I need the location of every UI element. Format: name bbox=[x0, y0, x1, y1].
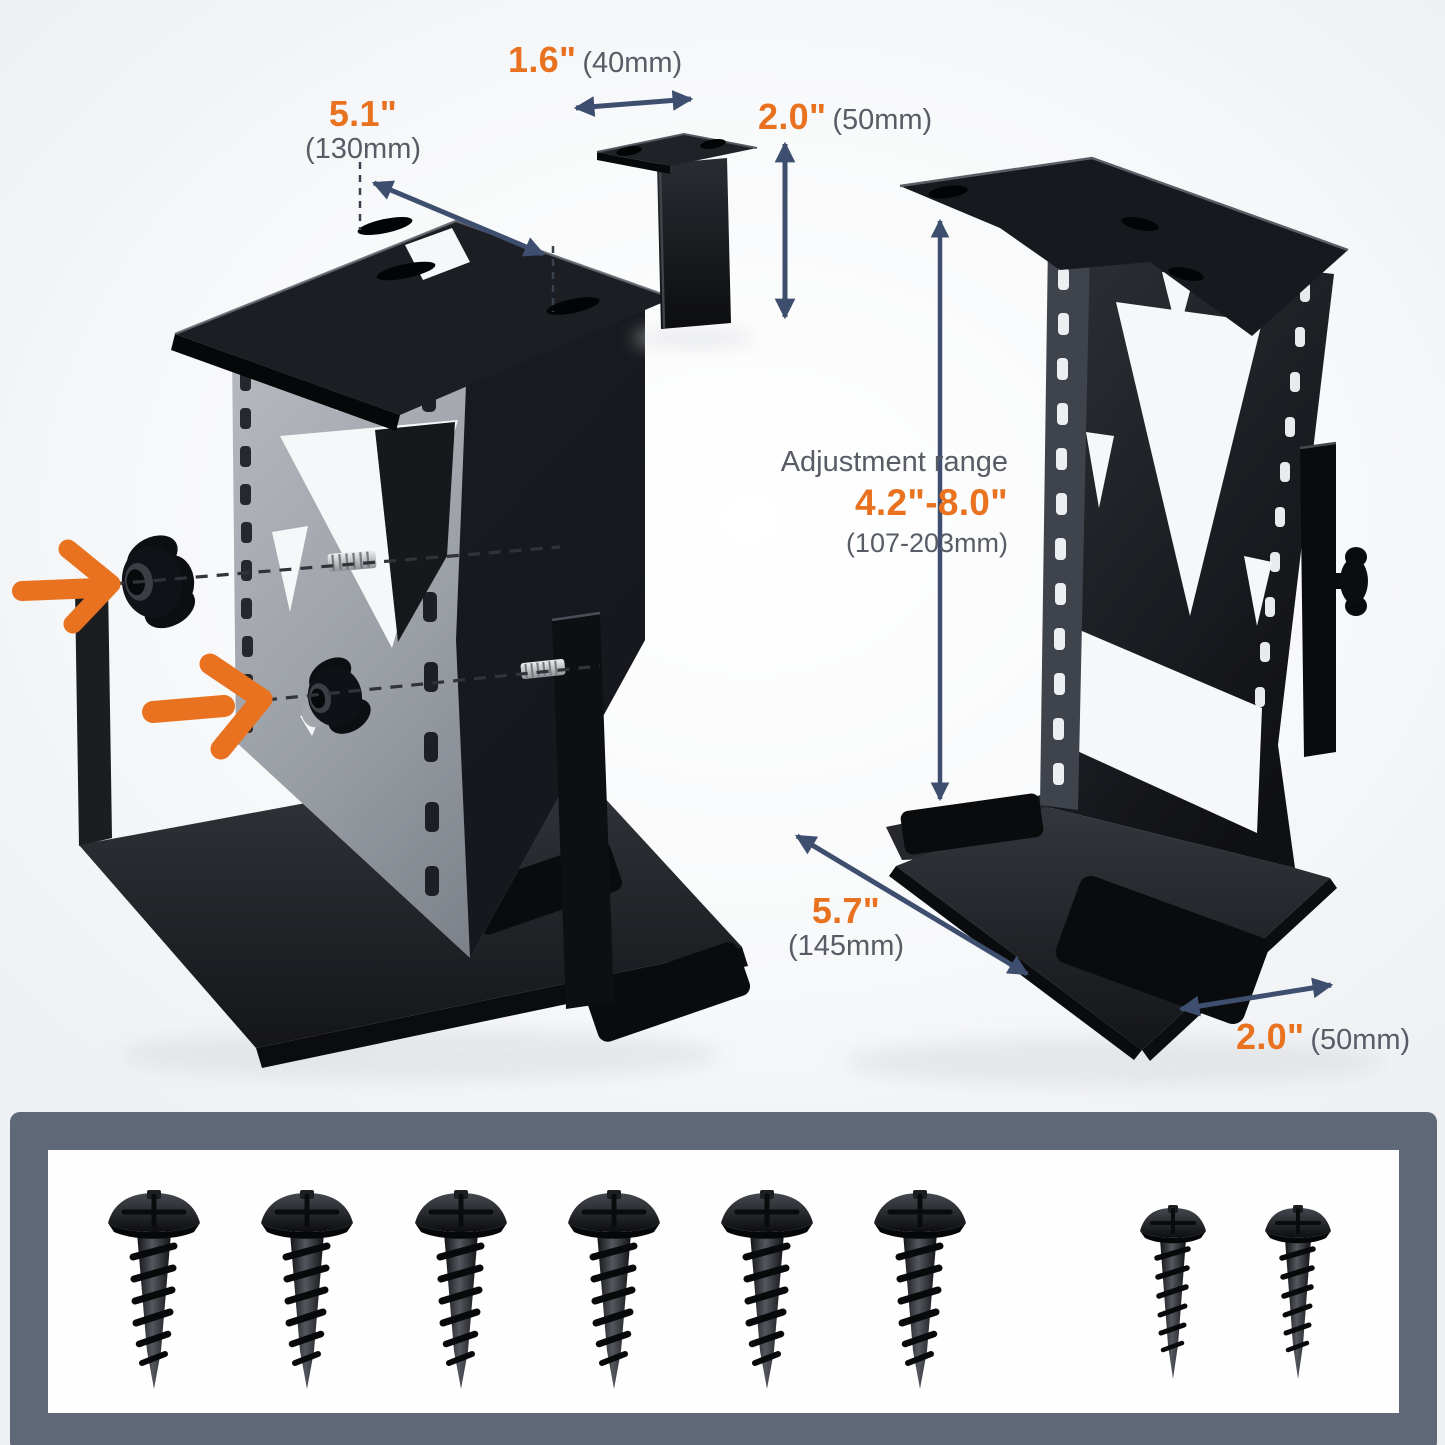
dim-base-depth-value: 5.7" bbox=[811, 890, 881, 931]
upper-mount-bracket bbox=[596, 132, 758, 347]
upper-bracket-hole bbox=[700, 139, 726, 149]
upper-bracket-post bbox=[657, 158, 731, 329]
threaded-stud bbox=[327, 550, 377, 572]
adjustment-range-value: 4.2"-8.0" bbox=[855, 482, 1008, 524]
adjustment-range-metric: (107-203mm) bbox=[845, 527, 1008, 558]
dim-top-width-value: 1.6" bbox=[508, 39, 577, 80]
knob-guide-line bbox=[264, 664, 601, 702]
knob-guide-line bbox=[111, 545, 561, 586]
right-bracket-shadow bbox=[845, 1038, 1385, 1086]
dim-base-depth-label: 5.7" (145mm) bbox=[788, 891, 904, 962]
dimension-arrow-base-depth bbox=[795, 833, 1029, 977]
left-top-plate-fold bbox=[171, 334, 400, 431]
thumb-knob bbox=[301, 657, 371, 734]
thumb-knob bbox=[1324, 547, 1368, 616]
adjustment-range-title: Adjustment range bbox=[780, 446, 1008, 478]
dim-top-width-metric: (40mm) bbox=[582, 47, 683, 79]
right-slot-column-left bbox=[1053, 268, 1069, 785]
orange-arrow-icon bbox=[12, 539, 121, 634]
hardware-panel bbox=[10, 1112, 1437, 1445]
thumb-knob bbox=[121, 535, 196, 629]
right-top-plate-highlight bbox=[899, 156, 1349, 252]
left-arm-highlight bbox=[551, 611, 601, 622]
dim-top-width-label: 1.6"(40mm) bbox=[508, 40, 682, 80]
right-cutout-triangle bbox=[1086, 432, 1114, 508]
upper-bracket-plate-highlight bbox=[596, 132, 758, 153]
right-side-flange bbox=[1040, 242, 1090, 810]
right-bracket bbox=[845, 156, 1385, 1086]
left-base-pad bbox=[585, 942, 751, 1042]
dim-base-width-label: 2.0"(50mm) bbox=[1236, 1017, 1410, 1057]
right-top-plate-holes bbox=[928, 185, 1204, 281]
extension-dashed-lines bbox=[358, 162, 555, 312]
dim-drop-height-metric: (50mm) bbox=[832, 104, 933, 136]
left-side-flange bbox=[456, 310, 645, 958]
left-top-plate bbox=[175, 221, 673, 415]
upper-bracket-post-highlight bbox=[658, 164, 666, 329]
upper-bracket-hole bbox=[616, 146, 642, 156]
dim-drop-height-value: 2.0" bbox=[758, 96, 827, 137]
dimension-arrow-base-width bbox=[1178, 977, 1334, 1017]
threaded-stud bbox=[520, 659, 566, 679]
dim-plate-depth-value: 5.1" bbox=[328, 93, 398, 134]
dim-base-depth-metric: (145mm) bbox=[787, 929, 905, 962]
dimension-arrow-top-width bbox=[573, 90, 694, 117]
right-sliding-arm bbox=[1300, 443, 1336, 757]
assembly-guide-lines bbox=[111, 545, 601, 702]
upper-bracket-plate-fold bbox=[597, 152, 670, 174]
pointer-arrows bbox=[12, 539, 273, 760]
right-window-cutout bbox=[1068, 625, 1262, 833]
dim-plate-depth-label: 5.1" (130mm) bbox=[305, 94, 421, 165]
left-bracket-shadow bbox=[120, 1029, 720, 1081]
dimension-arrow-plate-depth bbox=[371, 180, 546, 257]
right-cutout-triangle bbox=[1116, 302, 1262, 616]
dimension-annotations bbox=[358, 90, 1334, 1017]
left-inner-brace bbox=[375, 422, 455, 642]
dim-base-width-value: 2.0" bbox=[1236, 1016, 1305, 1057]
left-bracket bbox=[75, 217, 751, 1081]
dim-plate-depth-metric: (130mm) bbox=[304, 132, 422, 165]
dim-base-width-metric: (50mm) bbox=[1310, 1024, 1411, 1056]
left-sliding-arm bbox=[552, 613, 614, 1009]
left-base-back-lip bbox=[75, 582, 112, 846]
upper-bracket-shadow bbox=[634, 329, 754, 347]
right-arm-highlight bbox=[1299, 441, 1337, 450]
right-top-plate bbox=[900, 158, 1348, 336]
orange-arrow-icon bbox=[142, 653, 273, 760]
hardware-panel-inner bbox=[48, 1150, 1399, 1413]
adjustment-range-label: Adjustment range 4.2"-8.0" (107-203mm) bbox=[781, 444, 1008, 560]
right-cutout-triangle bbox=[1244, 556, 1272, 626]
dim-drop-height-label: 2.0"(50mm) bbox=[758, 97, 932, 137]
